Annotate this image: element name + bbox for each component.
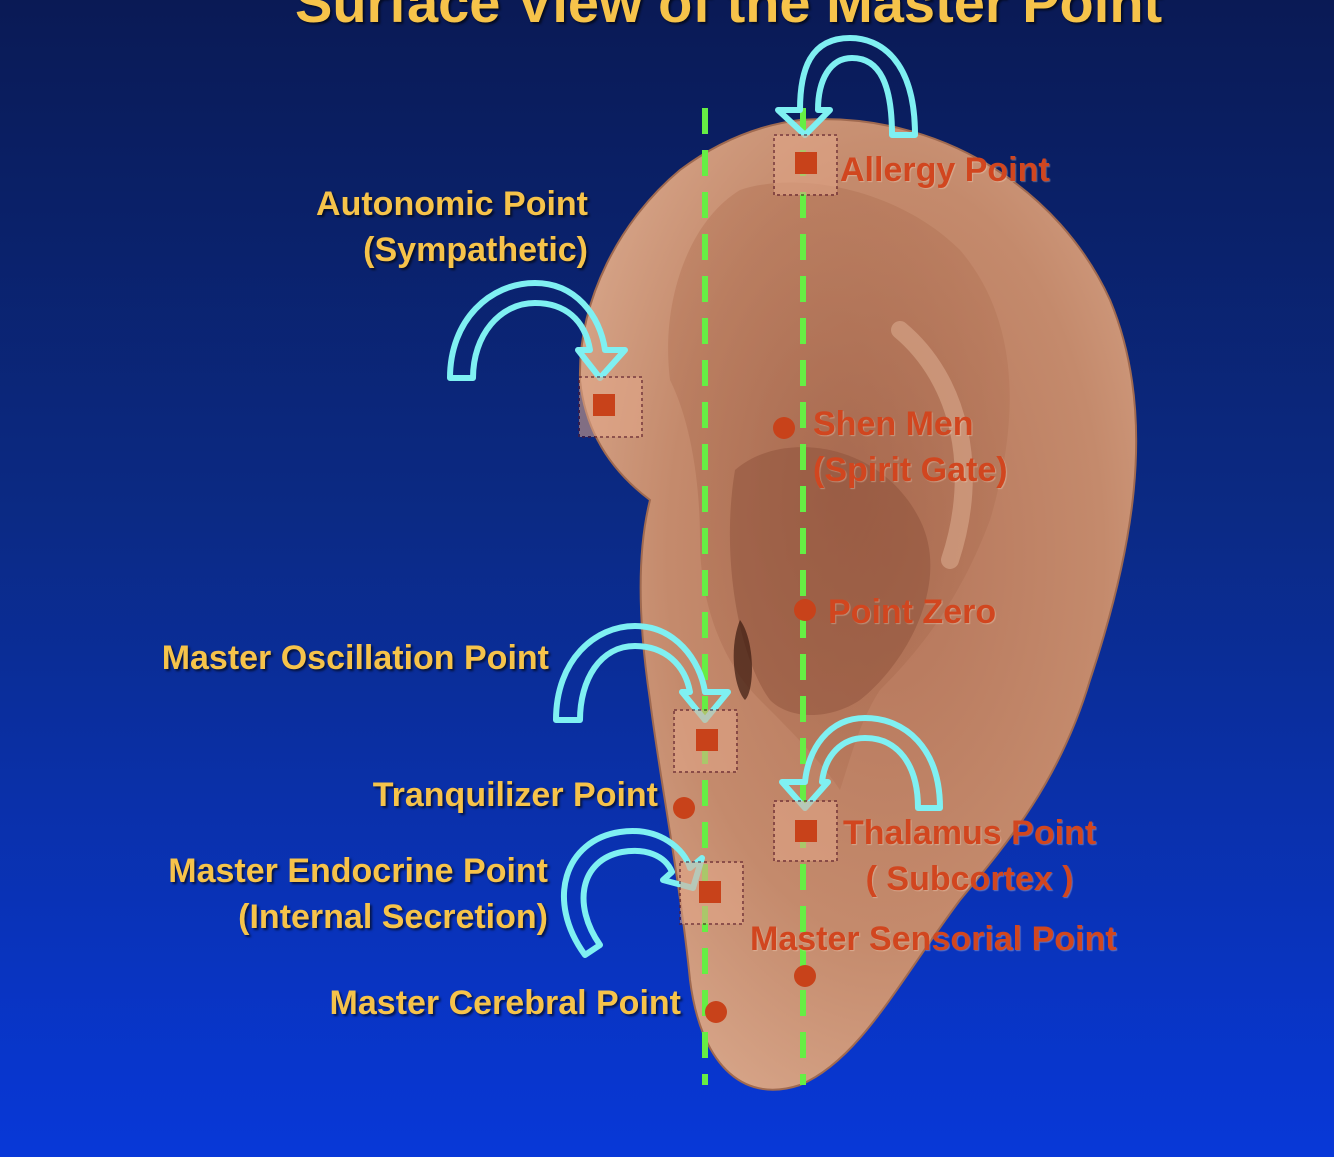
curved-arrow-icon xyxy=(779,715,943,811)
thalamus-point-label: Thalamus Point ( Subcortex ) xyxy=(843,814,1097,898)
master-endocrine-point-label: Master Endocrine Point (Internal Secreti… xyxy=(168,852,548,936)
curved-arrow-icon xyxy=(553,623,731,723)
square-point-marker xyxy=(773,800,838,862)
round-point-marker xyxy=(794,599,816,621)
curved-arrow-icon xyxy=(447,280,628,381)
round-point-marker xyxy=(794,965,816,987)
round-point-marker xyxy=(705,1001,727,1023)
slide-title: Surface View of the Master Point xyxy=(295,0,1163,34)
round-point-marker xyxy=(773,417,795,439)
shen-men-label: Shen Men (Spirit Gate) xyxy=(813,405,1008,489)
square-point-marker xyxy=(773,134,838,196)
curved-arrow-icon xyxy=(775,35,918,138)
point-zero-label: Point Zero xyxy=(828,593,997,631)
master-oscillation-point-label: Master Oscillation Point xyxy=(161,639,549,677)
square-point-marker xyxy=(673,709,738,773)
tranquilizer-point-label: Tranquilizer Point xyxy=(372,776,658,814)
square-point-markers xyxy=(578,134,838,925)
ear-illustration xyxy=(578,118,1138,1091)
allergy-point-label: Allergy Point xyxy=(840,151,1050,189)
square-point-marker xyxy=(679,861,744,925)
master-sensorial-point-label: Master Sensorial Point xyxy=(750,920,1117,958)
master-cerebral-point-label: Master Cerebral Point xyxy=(329,984,681,1022)
square-point-marker xyxy=(578,376,643,438)
autonomic-point-label: Autonomic Point (Sympathetic) xyxy=(316,185,588,269)
round-point-markers xyxy=(673,417,816,1023)
round-point-marker xyxy=(673,797,695,819)
